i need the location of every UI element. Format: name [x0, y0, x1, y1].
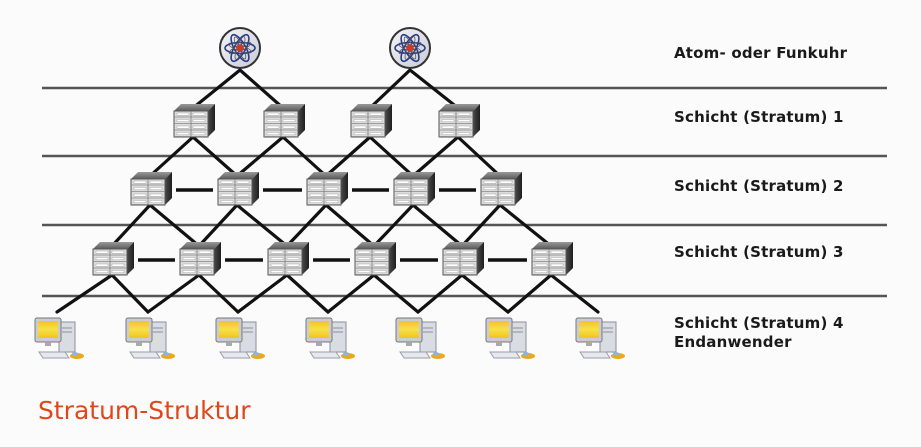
server-icon — [173, 104, 215, 138]
server-icon — [350, 104, 392, 138]
network-link — [110, 273, 150, 314]
server-icon — [306, 172, 348, 206]
network-link — [238, 68, 285, 110]
network-link — [324, 135, 372, 178]
network-link — [460, 203, 502, 248]
network-link — [408, 68, 460, 110]
atom-clock-icon — [389, 27, 431, 69]
network-link — [549, 273, 600, 314]
computer-icon — [485, 317, 535, 359]
network-link — [411, 203, 464, 248]
network-link — [285, 273, 330, 314]
computer-icon — [125, 317, 175, 359]
network-link — [416, 273, 464, 314]
network-link — [197, 203, 239, 248]
network-link — [191, 68, 242, 110]
layer-label-clock: Atom- oder Funkuhr — [674, 44, 848, 62]
network-link — [460, 273, 510, 314]
server-icon — [263, 104, 305, 138]
server-icon — [92, 242, 134, 276]
computer-icon — [395, 317, 445, 359]
server-icon — [179, 242, 221, 276]
network-link — [281, 135, 328, 178]
network-link — [372, 273, 420, 314]
computer-icon — [575, 317, 625, 359]
network-link — [235, 135, 285, 178]
network-link — [368, 135, 415, 178]
network-link — [197, 273, 240, 314]
network-link — [55, 273, 114, 314]
network-link — [456, 135, 502, 178]
server-icon — [354, 242, 396, 276]
server-icon — [438, 104, 480, 138]
network-link — [148, 203, 201, 248]
server-icon — [442, 242, 484, 276]
server-icon — [217, 172, 259, 206]
layer-label-stratum1: Schicht (Stratum) 1 — [674, 108, 844, 126]
computer-icon — [305, 317, 355, 359]
computer-icon — [34, 317, 84, 359]
network-link — [368, 68, 412, 110]
server-icon — [480, 172, 522, 206]
layer-label-stratum3: Schicht (Stratum) 3 — [674, 243, 844, 261]
network-link — [324, 203, 376, 248]
network-link — [285, 203, 328, 248]
network-link — [372, 203, 415, 248]
network-link — [506, 273, 553, 314]
atom-clock-icon — [219, 27, 261, 69]
layer-sublabel-endusers: Endanwender — [674, 333, 792, 351]
network-link — [148, 135, 195, 178]
server-icon — [393, 172, 435, 206]
network-link — [235, 203, 289, 248]
server-icon — [531, 242, 573, 276]
network-link — [110, 203, 152, 248]
network-link — [411, 135, 460, 178]
computer-icon — [215, 317, 265, 359]
server-icon — [267, 242, 309, 276]
layer-label-stratum4: Schicht (Stratum) 4 — [674, 314, 844, 332]
diagram-title: Stratum-Struktur — [38, 396, 251, 425]
network-link — [326, 273, 376, 314]
layer-label-stratum2: Schicht (Stratum) 2 — [674, 177, 844, 195]
network-link — [191, 135, 239, 178]
network-link — [146, 273, 201, 314]
network-link — [498, 203, 553, 248]
server-icon — [130, 172, 172, 206]
network-link — [236, 273, 289, 314]
